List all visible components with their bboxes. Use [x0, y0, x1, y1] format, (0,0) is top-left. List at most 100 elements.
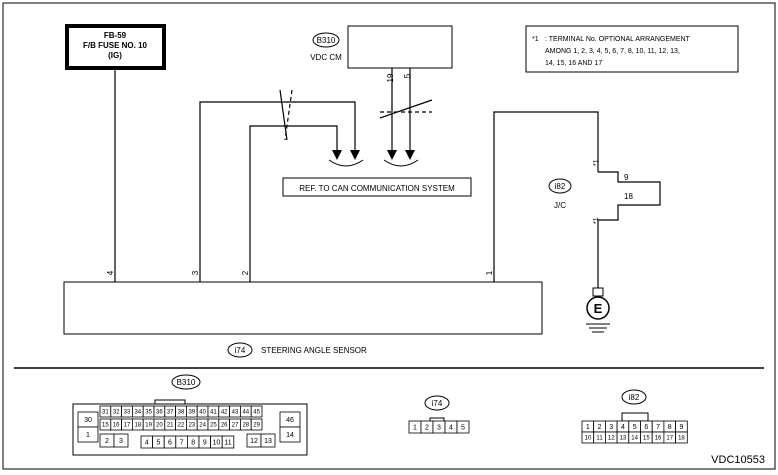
wire-pin1-jc	[493, 111, 599, 282]
pin-cell: 13	[260, 433, 276, 448]
pin-cell: 23	[185, 418, 198, 431]
pin-number: 33	[124, 410, 131, 416]
pin-number: 5	[156, 439, 160, 446]
pin-cell: 3	[605, 420, 618, 433]
pin-cell: 38	[175, 405, 187, 418]
sensor-name: STEERING ANGLE SENSOR	[261, 346, 367, 355]
pin-number: 1	[586, 424, 590, 431]
jc-code: i82	[555, 182, 566, 191]
pin-number: 31	[102, 410, 109, 416]
pin-cell: 44	[239, 405, 252, 418]
pin-number: 13	[264, 438, 272, 445]
pin-cell: 17	[121, 418, 133, 431]
pin-number: 35	[145, 410, 152, 416]
pin-number: 46	[286, 417, 294, 424]
steering-angle-sensor: 4 3 2 1 i74 STEERING ANGLE SENSOR	[63, 270, 543, 358]
pin-cell: 1	[77, 426, 99, 443]
sensor-code: i74	[235, 346, 246, 355]
can-arrows	[332, 150, 415, 160]
pin-number: 38	[178, 410, 185, 416]
pin-cell: 25	[207, 418, 220, 431]
pin-cell: 4	[444, 420, 458, 434]
pin-cell: 11	[593, 431, 606, 444]
ground-symbol: E	[586, 287, 610, 333]
pin-cell: 16	[110, 418, 123, 431]
pin-number: 11	[596, 436, 603, 442]
pin-cell: 36	[153, 405, 166, 418]
pin-cell: 7	[651, 420, 665, 433]
pin-cell: 15	[99, 418, 112, 431]
jc-name: J/C	[554, 201, 566, 210]
pin-cell: 17	[663, 431, 677, 444]
pin-number: 45	[253, 410, 260, 416]
vdc-code: B310	[317, 36, 336, 45]
note-line-3: 14, 15, 16 AND 17	[545, 60, 602, 67]
pin-number: 44	[242, 410, 249, 416]
pin-cell: 15	[640, 431, 653, 444]
ground-letter: E	[594, 301, 603, 316]
pin-number: 3	[437, 424, 441, 431]
pin-cell: 7	[175, 435, 188, 449]
pin-cell: 41	[207, 405, 220, 418]
pin-cell: 42	[218, 405, 231, 418]
pin-cell: 10	[210, 435, 223, 449]
can-arc-left	[328, 159, 364, 167]
sensor-pin-4: 4	[106, 270, 115, 275]
pin-number: 22	[178, 423, 185, 429]
pin-number: 10	[585, 436, 592, 442]
pin-number: 41	[210, 410, 217, 416]
pin-number: 15	[102, 423, 109, 429]
pin-number: 5	[633, 424, 637, 431]
pin-number: 12	[608, 436, 615, 442]
diagram-code: VDC10553	[711, 454, 765, 466]
pin-number: 11	[224, 439, 231, 446]
pin-number: 23	[188, 423, 195, 429]
pin-number: 6	[168, 439, 172, 446]
pin-cell: 2	[420, 420, 434, 434]
pin-cell: 43	[229, 405, 241, 418]
fuse-label-1: FB-59	[104, 31, 127, 40]
pin-number: 28	[242, 423, 249, 429]
pin-cell: 46	[279, 411, 301, 428]
pin-cell: 2	[593, 420, 606, 433]
pin-number: 8	[668, 424, 672, 431]
twisted-pair-markers	[279, 89, 433, 141]
fuse-label-3: (IG)	[108, 51, 122, 60]
pin-number: 27	[232, 423, 239, 429]
pin-cell: 12	[246, 433, 262, 448]
pin-cell: 18	[675, 431, 688, 444]
pin-cell: 8	[186, 435, 200, 449]
pin-cell: 27	[229, 418, 241, 431]
pin-number: 12	[250, 438, 258, 445]
pin-number: 10	[213, 439, 221, 446]
pin-cell: 5	[628, 420, 641, 433]
fuse-label-2: F/B FUSE NO. 10	[83, 41, 148, 50]
pin-cell: 28	[239, 418, 252, 431]
pin-cell: 3	[113, 433, 129, 448]
pin-cell: 9	[675, 420, 688, 433]
jc-code-badge	[548, 178, 572, 194]
jc-pin-9: 9	[624, 173, 629, 182]
wire-pin3-can	[199, 101, 356, 282]
can-connector-arcs	[328, 159, 419, 167]
pin-number: 5	[461, 424, 465, 431]
note-line-2: AMONG 1, 2, 3, 4, 5, 6, 7, 8, 10, 11, 12…	[545, 48, 680, 55]
pin-number: 17	[666, 436, 673, 442]
pin-number: 43	[232, 410, 239, 416]
pin-cell: 6	[640, 420, 653, 433]
pin-number: 40	[199, 410, 206, 416]
pin-number: 7	[656, 424, 660, 431]
pin-cell: 11	[221, 435, 235, 449]
note-marker: *1	[532, 36, 539, 43]
pin-cell: 1	[581, 420, 595, 433]
pin-cell: 31	[99, 405, 112, 418]
i82-key	[621, 412, 649, 422]
terminal-note: *1 : TERMINAL No. OPTIONAL ARRANGEMENT A…	[525, 25, 739, 73]
pin-number: 2	[598, 424, 602, 431]
pin-number: 4	[145, 439, 149, 446]
pin-number: 29	[253, 423, 260, 429]
twist-line-right	[379, 99, 433, 119]
